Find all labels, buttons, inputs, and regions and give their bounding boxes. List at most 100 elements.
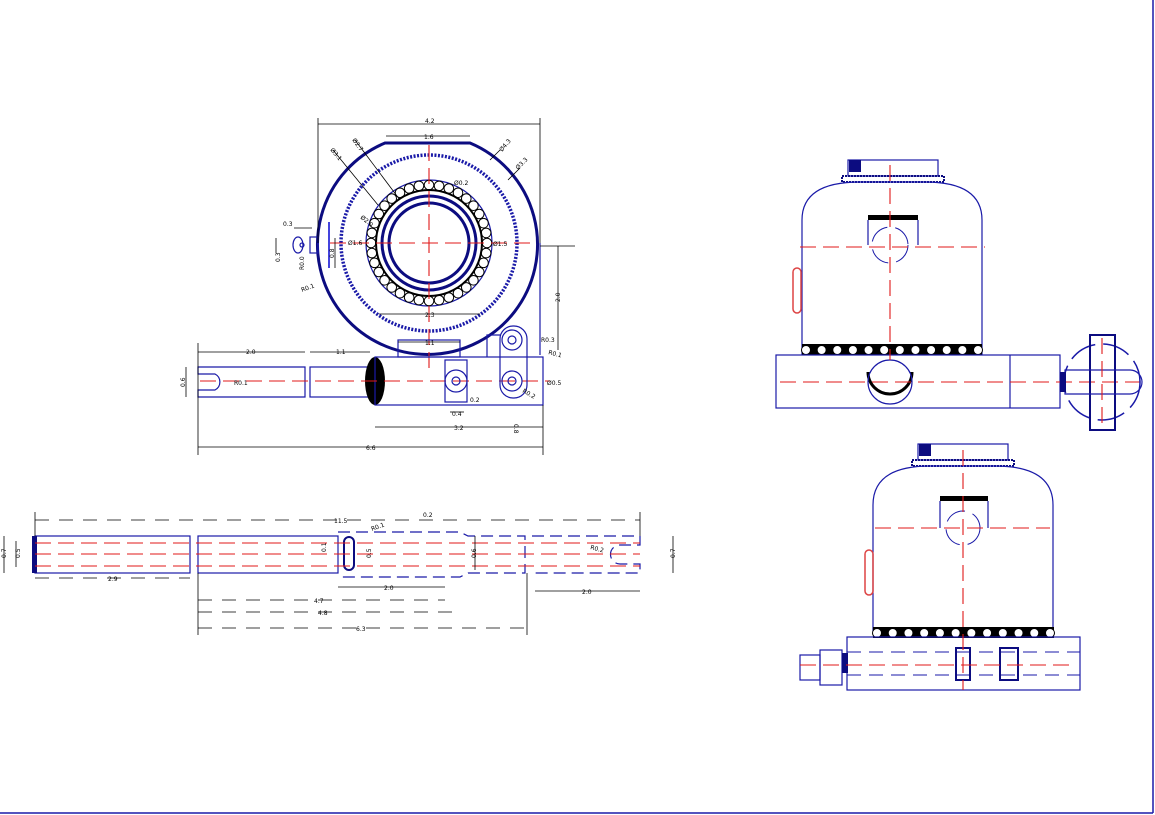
bracket (486, 334, 500, 357)
dim-label: 0.2 (423, 512, 433, 519)
dim-label: 4.7 (314, 598, 324, 605)
dim-label: 1.1 (425, 340, 435, 347)
handle-segment-1 (197, 366, 306, 398)
top-view: 4.2 1.6 Ø4.3 Ø3.3 Ø3.1 Ø2.7 Ø0.2 Ø2.0 Ø1… (180, 118, 575, 455)
bearing-ball (413, 294, 425, 306)
ball-band (802, 344, 982, 355)
dim-label: Ø1.5 (493, 241, 507, 248)
dim-label: R0.1 (234, 380, 248, 387)
bearing-ball (366, 247, 378, 259)
handle-knob (799, 654, 821, 681)
dim-label: 3.2 (454, 425, 464, 432)
bearing-ball (480, 247, 492, 259)
side-view-front (775, 159, 1143, 431)
bearing-ball (386, 193, 398, 204)
ball (957, 345, 968, 355)
ball (950, 628, 961, 638)
ball (982, 628, 993, 638)
ball (832, 345, 843, 355)
boss-right-hole (507, 376, 517, 386)
dim-label: 0.3 (283, 221, 293, 228)
cap-block (919, 444, 931, 456)
ball (966, 628, 977, 638)
outer-housing (316, 141, 539, 356)
dim-label: 0.1 (321, 542, 328, 552)
dim-label: 6.3 (356, 626, 366, 633)
ram-sides (939, 501, 989, 528)
side-view-lower (799, 443, 1081, 691)
dim-label: R0.1 (370, 522, 385, 533)
ball (872, 628, 882, 638)
dim-label: 2.3 (425, 312, 435, 319)
dim-label: 11.5 (334, 518, 348, 525)
bar-view-dimensions (3, 512, 674, 635)
ball (863, 345, 874, 355)
bearing-ball (366, 227, 378, 239)
ball (801, 345, 811, 355)
dim-label: 2.0 (582, 589, 592, 596)
ball (941, 345, 952, 355)
bar-end-cap (32, 536, 37, 573)
cap-thread (841, 175, 945, 183)
ball (910, 345, 921, 355)
base-socket (866, 371, 914, 396)
knob-hole (299, 242, 305, 248)
ball (847, 345, 858, 355)
bearing-balls (365, 179, 493, 307)
dim-label: Ø4.3 (498, 138, 513, 154)
ram-sides (867, 220, 919, 245)
knob-base (309, 236, 319, 254)
ball-band (873, 627, 1054, 638)
bearing-ball (379, 200, 390, 212)
dim-label: 0.6 (471, 548, 478, 558)
ball (919, 628, 930, 638)
dim-label: 0.5 (366, 548, 373, 558)
ball-row (801, 344, 983, 355)
dome (801, 181, 983, 355)
ball (894, 345, 905, 355)
ball (934, 628, 945, 638)
bearing-ball (433, 180, 445, 192)
ram-top (868, 215, 918, 220)
top-view-dimensions (185, 118, 575, 455)
bearing-ball (433, 294, 445, 306)
dim-label: R0.2 (589, 544, 604, 554)
top-view-dimension-labels: 4.2 1.6 Ø4.3 Ø3.3 Ø3.1 Ø2.7 Ø0.2 Ø2.0 Ø1… (180, 118, 563, 452)
dim-label: 0.4 (452, 411, 462, 418)
dim-label: Ø0.2 (454, 180, 468, 187)
dim-label: Ø0.5 (547, 380, 561, 387)
dim-label: 1.1 (336, 349, 346, 356)
side-window (792, 267, 802, 314)
side-window (864, 549, 874, 596)
ball (887, 628, 898, 638)
dim-label: 0.6 (180, 377, 187, 387)
bearing-ball (460, 282, 472, 293)
bearing-ball (468, 200, 479, 212)
slot-link (499, 325, 528, 399)
dim-label: 0.8 (329, 248, 336, 258)
ball (1045, 628, 1055, 638)
dim-label: R0.3 (541, 337, 555, 344)
dim-label: 2.0 (555, 292, 562, 302)
boss-top-hole (507, 335, 517, 345)
dim-label: R0.2 (521, 388, 537, 401)
ram-top (940, 496, 988, 501)
bearing-ball (480, 227, 492, 239)
dim-label: R0.0 (299, 256, 306, 270)
boss-left-hole (451, 376, 461, 386)
dim-label: 2.0 (384, 585, 394, 592)
handle-cap (842, 653, 848, 673)
dim-label: 4.8 (318, 610, 328, 617)
ball (879, 345, 890, 355)
bearing-ball (460, 193, 472, 204)
dim-label: 0.7 (670, 548, 677, 558)
bearing-ball (468, 274, 479, 286)
boss-right (501, 370, 523, 392)
ball (1013, 628, 1024, 638)
dim-label: 4.2 (425, 118, 435, 125)
dim-label: Ø2.7 (350, 137, 364, 153)
boss-left (444, 369, 468, 393)
dim-label: 6.6 (366, 445, 376, 452)
